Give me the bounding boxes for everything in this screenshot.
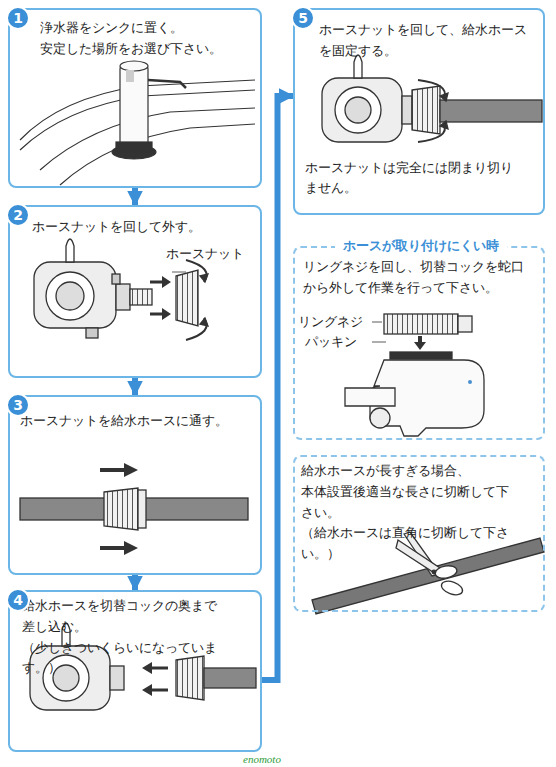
step-number: 4 (6, 588, 30, 612)
step-number: 5 (291, 6, 315, 30)
step-box: 浄水器をシンクに置く。 安定した場所をお選び下さい。 1 (8, 8, 262, 188)
part-label: リングネジ (298, 314, 363, 331)
step-arrow (132, 188, 138, 205)
step-number: 1 (6, 6, 30, 30)
instruction-text: 給水ホースを切替コックの奥まで 差し込む。 (22, 596, 252, 638)
step-number-text: 3 (13, 398, 23, 412)
step-box: ホースナットを回して、給水ホース を固定する。ホースナットは完全には閉まり切り … (293, 8, 545, 215)
step-box: ホースナットを給水ホースに通す。3 (8, 395, 262, 575)
instruction-text: リングネジを回し、切替コックを蛇口 から外して作業を行って下さい。 (303, 257, 541, 299)
flow-connector (262, 96, 293, 680)
step-number-text: 1 (13, 11, 23, 25)
step-number: 2 (6, 203, 30, 227)
note-heading: ホースが取り付けにくい時 (335, 237, 507, 255)
scissors-illustration (312, 532, 544, 614)
step-box: ホースナットを回して外す。 2 (8, 205, 262, 378)
part-label: ホースナット (166, 246, 244, 263)
cock-hose-illustration (30, 623, 256, 710)
hose-illustration (20, 463, 248, 555)
instruction-text: 給水ホースが長すぎる場合、 本体設置後適当な長さに切断して下 さい。 (301, 461, 541, 523)
step-arrow (132, 575, 138, 590)
note-box: 給水ホースが長すぎる場合、 本体設置後適当な長さに切断して下 さい。（給水ホース… (293, 455, 545, 612)
instruction-text: ホースナットを回して、給水ホース を固定する。 (319, 20, 541, 62)
instruction-text: ホースナットを回して外す。 (32, 217, 252, 238)
step-arrow (132, 378, 138, 395)
instruction-text: ホースナットを給水ホースに通す。 (20, 411, 255, 432)
step-number-text: 4 (13, 593, 23, 607)
instruction-text: （少しきついくらいになっていま す。） (22, 638, 252, 680)
sink-illustration (20, 61, 255, 185)
step-number-text: 2 (13, 208, 23, 222)
part-label: パッキン (305, 334, 357, 351)
watermark: enomoto (243, 752, 281, 766)
instruction-text: （給水ホースは直角に切断して下さ い。） (301, 523, 541, 565)
cock-fixed-illustration (322, 55, 542, 142)
step-box: 給水ホースを切替コックの奥まで 差し込む。（少しきついくらいになっていま す。）… (8, 590, 262, 752)
faucet-adapter-illustration (345, 314, 484, 436)
instruction-text: 浄水器をシンクに置く。 安定した場所をお選び下さい。 (40, 18, 255, 60)
instruction-text: ホースナットは完全には閉まり切り ません。 (305, 158, 541, 200)
step-number-text: 5 (298, 11, 308, 25)
step-number: 3 (6, 393, 30, 417)
